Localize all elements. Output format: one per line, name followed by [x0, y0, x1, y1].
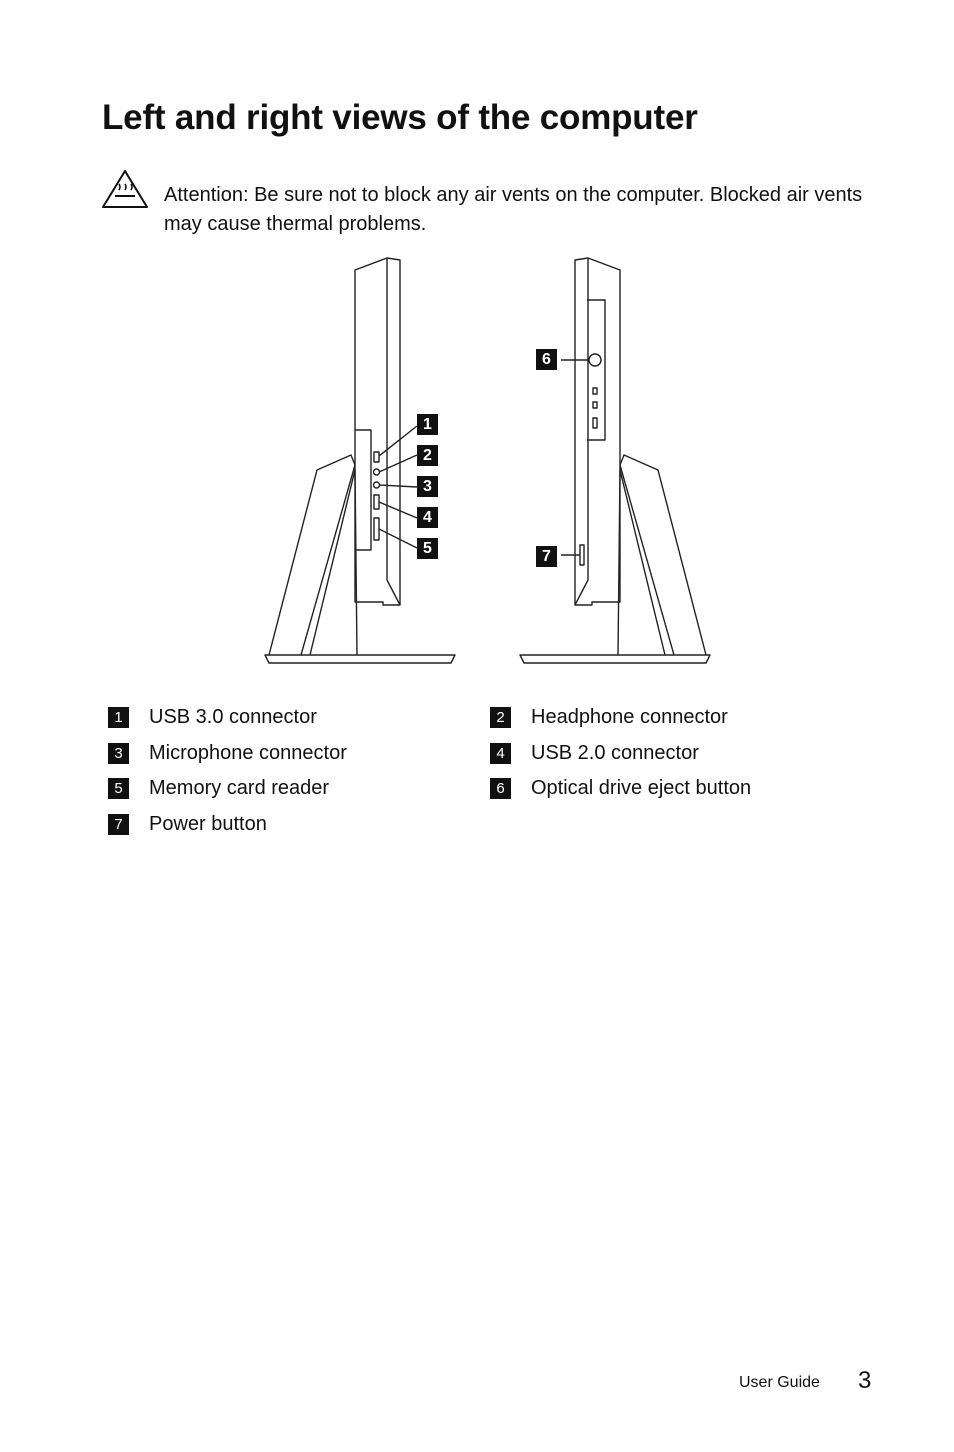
legend-number: 7	[108, 813, 129, 835]
legend-item: 6 Optical drive eject button	[490, 776, 751, 800]
legend-number: 2	[490, 706, 511, 728]
attention-note: Attention: Be sure not to block any air …	[164, 181, 864, 239]
legend-item: 3 Microphone connector	[108, 741, 347, 765]
legend-label: Optical drive eject button	[531, 776, 752, 799]
legend-number: 5	[108, 777, 129, 799]
legend-item: 7 Power button	[108, 812, 267, 836]
callout-2: 2	[417, 445, 438, 466]
legend-label: Memory card reader	[149, 776, 330, 799]
legend-item: 5 Memory card reader	[108, 776, 329, 800]
legend-item: 1 USB 3.0 connector	[108, 705, 317, 729]
legend-number: 4	[490, 742, 511, 764]
legend-label: Power button	[149, 812, 267, 835]
callout-7: 7	[536, 546, 557, 567]
callout-5: 5	[417, 538, 438, 559]
legend-label: USB 2.0 connector	[531, 741, 699, 764]
page-title: Left and right views of the computer	[102, 98, 698, 137]
callout-1: 1	[417, 414, 438, 435]
footer-label: User Guide	[739, 1374, 820, 1391]
legend-number: 3	[108, 742, 129, 764]
callout-4: 4	[417, 507, 438, 528]
legend-item: 2 Headphone connector	[490, 705, 728, 729]
computer-side-views-illustration	[264, 257, 711, 664]
legend-item: 4 USB 2.0 connector	[490, 741, 699, 765]
hot-surface-warning-icon	[102, 170, 148, 208]
computer-side-views-figure: 1 2 3 4 5 6 7	[255, 250, 725, 675]
callout-6: 6	[536, 349, 557, 370]
attention-text: Be sure not to block any air vents on th…	[164, 184, 863, 235]
page-number: 3	[858, 1367, 872, 1394]
legend-number: 1	[108, 706, 129, 728]
callout-3: 3	[417, 476, 438, 497]
attention-lead: Attention:	[164, 184, 249, 206]
legend-number: 6	[490, 777, 511, 799]
legend-label: Microphone connector	[149, 741, 347, 764]
legend-label: USB 3.0 connector	[149, 705, 317, 728]
legend-label: Headphone connector	[531, 705, 728, 728]
